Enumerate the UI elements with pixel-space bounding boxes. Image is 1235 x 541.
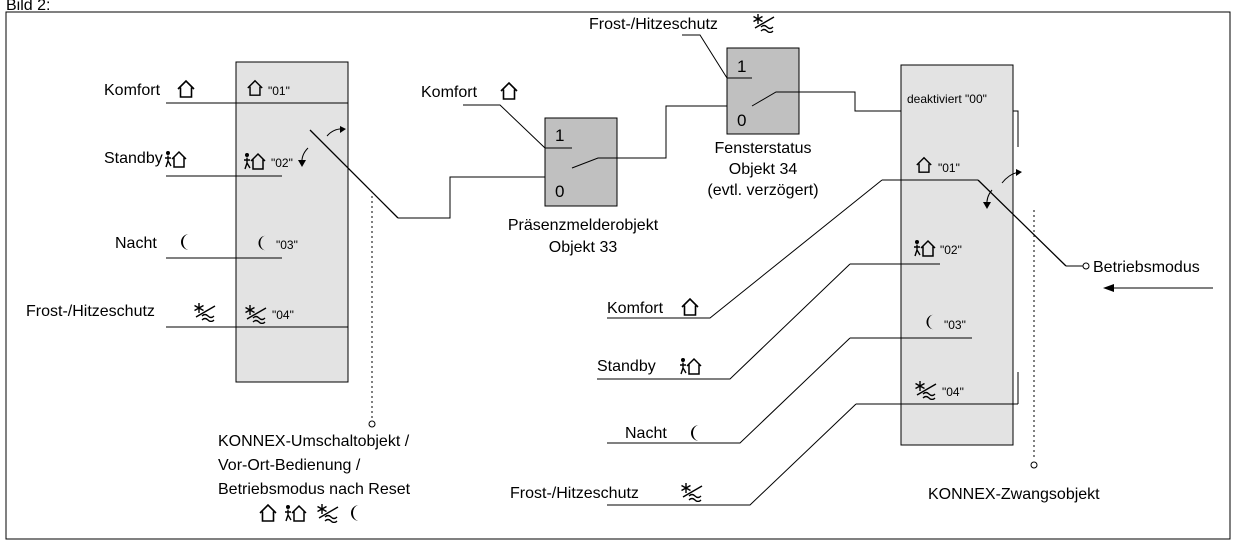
right-input-standby-icon (679, 357, 702, 375)
presence-caption-line1: Präsenzmelderobjekt (508, 217, 659, 234)
window-input-label: Frost-/Hitzeschutz (589, 16, 718, 33)
right-switch-blade (977, 179, 1067, 267)
left-arrowhead-down (298, 160, 306, 167)
window-gate-box (726, 47, 800, 135)
komfort-house-icon (177, 80, 195, 98)
right-input-line-frost (607, 403, 857, 506)
right-input-label-nacht: Nacht (625, 425, 667, 442)
right-input-label-frost: Frost-/Hitzeschutz (510, 485, 639, 502)
right-arrowhead-down (983, 202, 991, 209)
window-in0: 0 (737, 111, 746, 130)
right-input-label-komfort: Komfort (607, 300, 664, 317)
window-input-line (682, 34, 728, 79)
window-in1: 1 (737, 57, 746, 76)
left-pointer-end (368, 420, 376, 428)
window-caption-line2: Objekt 34 (729, 161, 798, 178)
caption-komfort-icon (259, 504, 277, 522)
nacht-moon-icon (181, 234, 189, 250)
right-deactivated-label: deaktiviert "00" (907, 92, 987, 106)
figure-caption: Bild 2: (6, 0, 50, 14)
presence-in1: 1 (555, 126, 564, 145)
right-output-label: Betriebsmodus (1093, 259, 1200, 276)
window-switch-and-out (751, 91, 1019, 147)
right-output-terminal (1082, 262, 1090, 270)
right-input-frost-icon (680, 482, 703, 502)
presence-input-line (463, 104, 546, 149)
left-arrowhead-up (340, 126, 346, 133)
presence-komfort-icon (500, 82, 518, 100)
left-input-label-standby: Standby (104, 150, 163, 167)
right-pointer-end (1030, 461, 1038, 469)
window-frost-icon (752, 13, 775, 33)
presence-gate-box (544, 117, 618, 207)
left-input-label-frost: Frost-/Hitzeschutz (26, 303, 155, 320)
left-caption-line2: Vor-Ort-Bedienung / (218, 457, 361, 474)
right-pos-02: "02" (940, 243, 962, 257)
presence-switch-and-out (571, 105, 730, 169)
frost-heat-icon (193, 302, 216, 322)
left-pos-01: "01" (268, 84, 290, 98)
right-input-line-standby (597, 263, 851, 380)
left-caption-line1: KONNEX-Umschaltobjekt / (218, 433, 410, 450)
right-pos-03: "03" (944, 318, 966, 332)
standby-person-house-icon (164, 150, 187, 168)
caption-frost-icon (316, 503, 339, 523)
presence-input-label: Komfort (421, 84, 478, 101)
right-input-line-komfort (607, 179, 883, 319)
presence-in0: 0 (555, 182, 564, 201)
left-input-label-komfort: Komfort (104, 82, 161, 99)
right-caption: KONNEX-Zwangsobjekt (928, 486, 1100, 503)
right-input-line-nacht (607, 337, 851, 444)
window-caption-line1: Fensterstatus (715, 140, 812, 157)
left-pos-03: "03" (276, 238, 298, 252)
right-input-label-standby: Standby (597, 358, 656, 375)
right-input-arrowhead (1103, 284, 1114, 292)
left-caption-line3: Betriebsmodus nach Reset (218, 481, 411, 498)
left-switch-blade (309, 129, 399, 219)
left-input-label-nacht: Nacht (115, 235, 157, 252)
presence-caption-line2: Objekt 33 (549, 239, 618, 256)
left-pos-04: "04" (272, 308, 294, 322)
right-pos-04: "04" (942, 385, 964, 399)
diagram-frame (5, 11, 1231, 540)
caption-standby-icon (284, 504, 307, 522)
right-input-komfort-icon (681, 298, 699, 316)
right-pos-01: "01" (938, 161, 960, 175)
window-caption-line3: (evtl. verzögert) (707, 182, 818, 199)
right-input-nacht-icon (691, 425, 699, 441)
right-arrowhead-up (1016, 169, 1022, 176)
left-pos-02: "02" (271, 156, 293, 170)
caption-moon-icon (351, 505, 359, 521)
left-switch-box (235, 61, 349, 383)
